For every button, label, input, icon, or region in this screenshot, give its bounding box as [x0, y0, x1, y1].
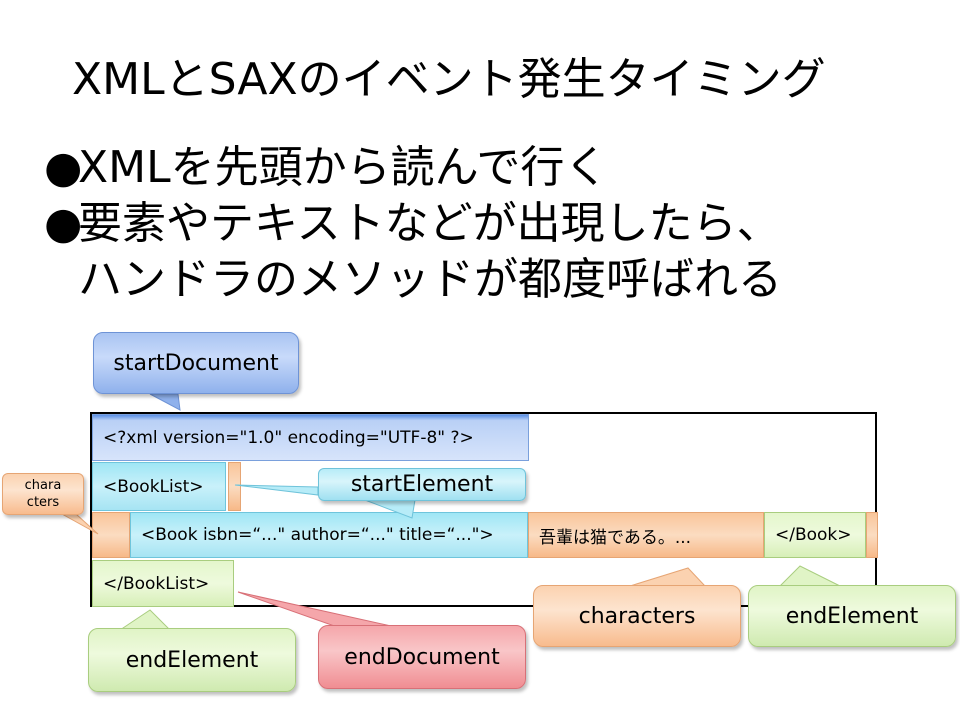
characters-trailing-marker: [866, 512, 878, 558]
characters-indent-marker: [92, 512, 130, 558]
booklist-close-tag: </BookList>: [92, 560, 234, 607]
characters-whitespace-marker: [228, 462, 241, 511]
booklist-open-text: <BookList>: [103, 476, 204, 497]
book-text: 吾輩は猫である。...: [539, 527, 692, 548]
end-element-list-label: endElement: [125, 647, 259, 673]
slide-title: XMLとSAXのイベント発生タイミング: [72, 54, 826, 105]
end-document-label: endDocument: [344, 644, 500, 670]
start-document-pointer: [149, 393, 181, 411]
end-document-pointer: [237, 591, 401, 629]
end-element-list-pointer: [118, 609, 172, 631]
bullet-item: ●XMLを先頭から読んで行く: [44, 140, 782, 196]
characters-pointer: [629, 567, 707, 587]
characters-small-label: chara cters: [24, 478, 62, 510]
booklist-open-tag: <BookList>: [92, 462, 226, 511]
bullet-text: 要素やテキストなどが出現したら、: [78, 198, 781, 249]
booklist-close-text: </BookList>: [103, 573, 210, 594]
bullet-continuation: ハンドラのメソッドが都度呼ばれる: [44, 252, 782, 308]
bullet-dot-icon: ●: [44, 142, 83, 193]
start-document-callout: startDocument: [93, 332, 299, 394]
characters-small-callout: chara cters: [2, 473, 84, 515]
end-element-list-callout: endElement: [88, 628, 296, 692]
start-element-label: startElement: [350, 472, 494, 497]
xml-declaration-text: <?xml version="1.0" encoding="UTF-8" ?>: [103, 427, 474, 448]
start-element-pointer-book: [364, 499, 416, 519]
xml-declaration: <?xml version="1.0" encoding="UTF-8" ?>: [92, 414, 529, 461]
characters-callout: characters: [533, 585, 741, 647]
bullet-list: ●XMLを先頭から読んで行く ●要素やテキストなどが出現したら、 ハンドラのメソ…: [44, 140, 782, 308]
book-open-tag: <Book isbn=“..." author=“..." title=“...…: [130, 512, 528, 558]
end-element-book-pointer: [778, 565, 841, 587]
book-close-text: </Book>: [775, 525, 852, 545]
bullet-text: XMLを先頭から読んで行く: [78, 142, 609, 193]
end-element-book-label: endElement: [785, 603, 919, 629]
book-text-content: 吾輩は猫である。...: [528, 512, 764, 558]
start-element-pointer-booklist: [234, 484, 319, 496]
end-element-book-callout: endElement: [748, 585, 956, 647]
book-close-tag: </Book>: [764, 512, 866, 558]
characters-label: characters: [578, 603, 696, 629]
characters-small-pointer: [60, 513, 99, 535]
bullet-text: ハンドラのメソッドが都度呼ばれる: [78, 254, 782, 305]
bullet-item: ●要素やテキストなどが出現したら、: [44, 196, 782, 252]
bullet-dot-icon: ●: [44, 198, 83, 249]
start-element-callout: startElement: [318, 468, 526, 501]
start-document-label: startDocument: [113, 350, 279, 376]
end-document-callout: endDocument: [318, 625, 526, 689]
book-open-text: <Book isbn=“..." author=“..." title=“...…: [141, 525, 494, 545]
